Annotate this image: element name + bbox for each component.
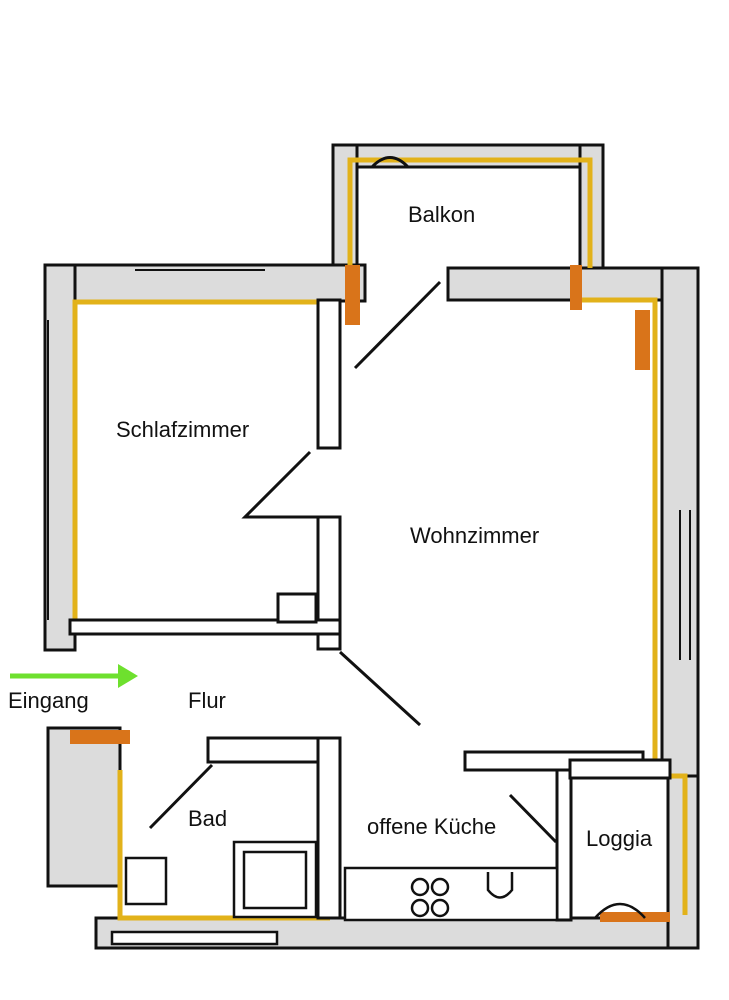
label-wohnzimmer: Wohnzimmer [410, 523, 539, 548]
label-balkon: Balkon [408, 202, 475, 227]
arrow-head [118, 664, 138, 688]
schlafzimmer-wall-bottom [68, 618, 342, 636]
partition-upper [316, 298, 342, 450]
door-balkon [353, 280, 442, 370]
accent-1 [345, 265, 360, 325]
accent-marks [70, 265, 670, 922]
loggia-wall-top [568, 758, 672, 780]
label-eingang: Eingang [8, 688, 89, 713]
burner-3 [410, 898, 430, 918]
loggia-door-arc [594, 902, 646, 919]
partition-bad-kueche [316, 736, 342, 920]
label-flur: Flur [188, 688, 226, 713]
burner-4 [430, 898, 450, 918]
bad-wall-left [46, 726, 122, 888]
partition-kueche-loggia [555, 768, 573, 922]
schlafzimmer-edge [72, 299, 318, 620]
accent-5 [600, 912, 670, 922]
accent-4 [70, 730, 130, 744]
burner-1 [410, 877, 430, 897]
door-wohnzimmer-flur [338, 650, 422, 727]
accent-2 [570, 265, 582, 310]
door-bad [148, 763, 214, 830]
accent-3 [635, 310, 650, 370]
kitchen-counter [343, 866, 559, 922]
interior-walls [68, 298, 672, 922]
balkon-edge [347, 157, 593, 270]
chimney-box [276, 592, 318, 624]
bathtub-inner [242, 850, 308, 910]
door-kueche [508, 793, 558, 844]
label-loggia: Loggia [586, 826, 653, 851]
door-balkon-arc [370, 156, 410, 169]
label-schlafzimmer: Schlafzimmer [116, 417, 249, 442]
doors [148, 156, 558, 844]
partition-lower [316, 515, 342, 651]
radiator [110, 930, 279, 946]
windows [47, 269, 691, 660]
burner-2 [430, 877, 450, 897]
label-kueche: offene Küche [367, 814, 496, 839]
balkon-wall-left [331, 143, 359, 272]
fixtures [110, 840, 646, 946]
left-wall [43, 263, 77, 652]
wohnzimmer-edge [575, 297, 658, 760]
bad-wall-top [206, 736, 340, 764]
entrance-arrow [10, 664, 138, 688]
door-schlafzimmer [241, 450, 318, 519]
label-bad: Bad [188, 806, 227, 831]
sink [124, 856, 168, 906]
kitchen-sink [486, 872, 514, 899]
